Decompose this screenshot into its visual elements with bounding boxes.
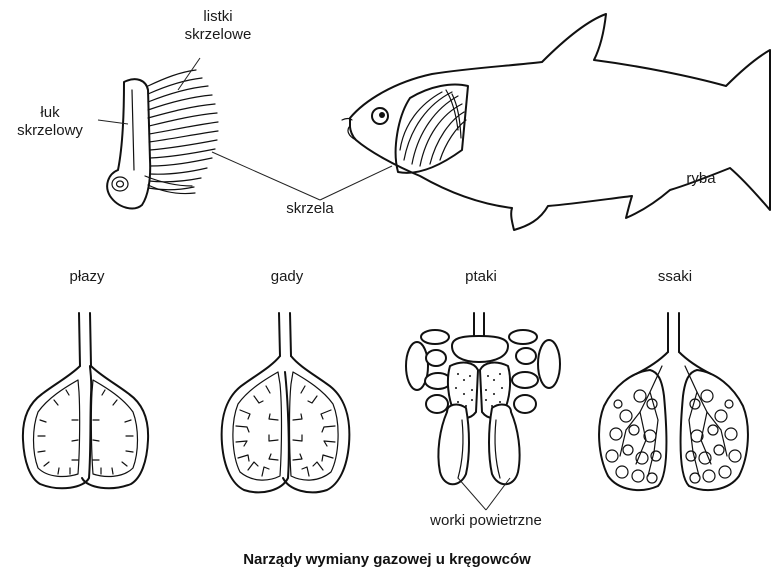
bird-lungs-illustration — [406, 313, 560, 484]
fish-illustration — [342, 14, 770, 230]
label-listki-skrzelowe: listki skrzelowe — [182, 8, 254, 44]
leader-skrzela-2 — [320, 166, 392, 200]
label-ssaki: ssaki — [650, 268, 700, 286]
label-luk-skrzelowy: łuk skrzelowy — [4, 104, 96, 140]
leader-skrzela-1 — [212, 152, 320, 200]
label-skrzela: skrzela — [276, 200, 344, 218]
label-ryba: ryba — [676, 170, 726, 188]
leader-worki-1 — [458, 478, 486, 510]
mammal-lungs-illustration — [599, 313, 748, 490]
gill-arch-illustration — [107, 70, 218, 208]
label-gady: gady — [262, 268, 312, 286]
amphibian-lungs-illustration — [23, 313, 148, 488]
reptile-lungs-illustration — [222, 313, 350, 492]
figure-caption: Narządy wymiany gazowej u kręgowców — [0, 551, 774, 568]
label-ptaki: ptaki — [456, 268, 506, 286]
label-worki-powietrzne: worki powietrzne — [406, 512, 566, 530]
leader-listki — [178, 58, 200, 90]
label-plazy: płazy — [62, 268, 112, 286]
